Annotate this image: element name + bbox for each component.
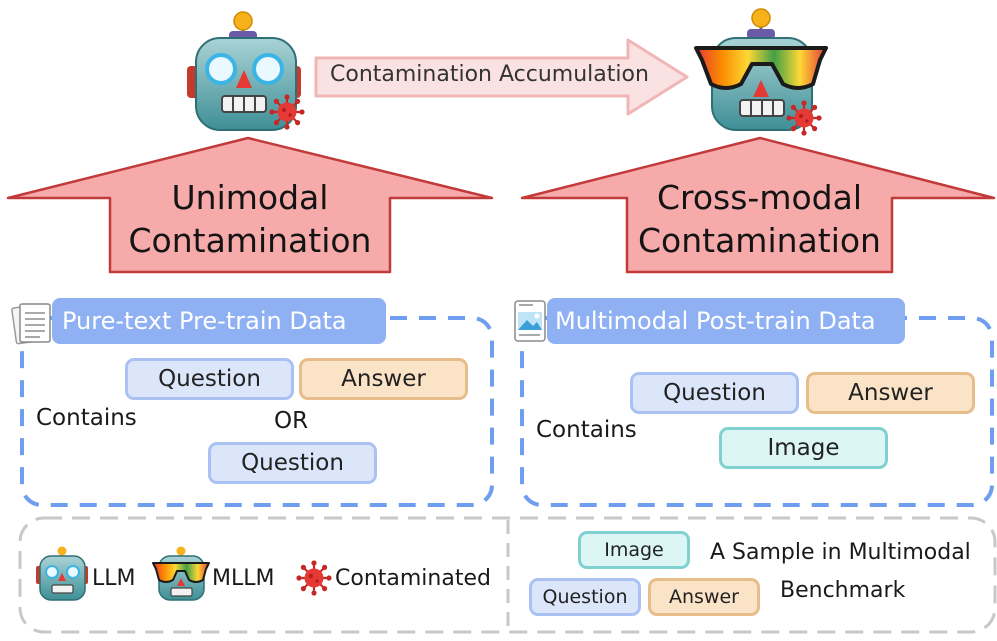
sample-image-tag: Image	[578, 531, 690, 569]
unimodal-arrow-label: Unimodal Contamination	[110, 170, 390, 270]
cross-modal-arrow	[520, 136, 996, 274]
sample-description-line1: A Sample in Multimodal	[710, 540, 971, 565]
unimodal-label-line2: Contamination	[128, 221, 372, 260]
left-contains-label: Contains	[36, 405, 137, 431]
cross-modal-label-line2: Contamination	[638, 221, 881, 260]
multimodal-data-header: Multimodal Post-train Data	[547, 298, 905, 344]
pure-text-data-header: Pure-text Pre-train Data	[52, 298, 386, 344]
llm-legend-icon	[36, 546, 88, 601]
image-tag: Image	[719, 427, 888, 469]
llm-legend-label: LLM	[92, 566, 136, 591]
accumulation-arrow	[314, 38, 689, 116]
cross-modal-label-line1: Cross-modal	[656, 178, 863, 218]
unimodal-arrow	[6, 136, 494, 274]
virus-icon	[785, 99, 823, 137]
mllm-robot-icon	[694, 8, 828, 131]
mllm-legend-icon	[152, 546, 210, 601]
answer-tag: Answer	[299, 358, 468, 400]
image-document-icon	[514, 300, 546, 342]
question-tag: Question	[125, 358, 294, 400]
contaminated-legend-icon	[295, 559, 333, 597]
question-tag: Question	[208, 442, 377, 484]
or-label: OR	[274, 408, 309, 434]
cross-modal-arrow-label: Cross-modal Contamination	[627, 170, 892, 270]
legend-box	[18, 516, 997, 634]
document-icon	[11, 303, 51, 345]
right-contains-label: Contains	[536, 417, 637, 443]
sample-description-line2: Benchmark	[780, 578, 906, 603]
contaminated-legend-label: Contaminated	[335, 566, 491, 591]
sample-answer-tag: Answer	[648, 578, 760, 616]
question-tag: Question	[630, 372, 799, 414]
accumulation-label: Contamination Accumulation	[330, 62, 649, 87]
sample-question-tag: Question	[529, 578, 641, 616]
mllm-legend-label: MLLM	[212, 566, 275, 591]
llm-robot-icon	[187, 11, 301, 131]
answer-tag: Answer	[806, 372, 975, 414]
unimodal-label-line1: Unimodal	[171, 178, 329, 218]
virus-icon	[268, 93, 306, 131]
